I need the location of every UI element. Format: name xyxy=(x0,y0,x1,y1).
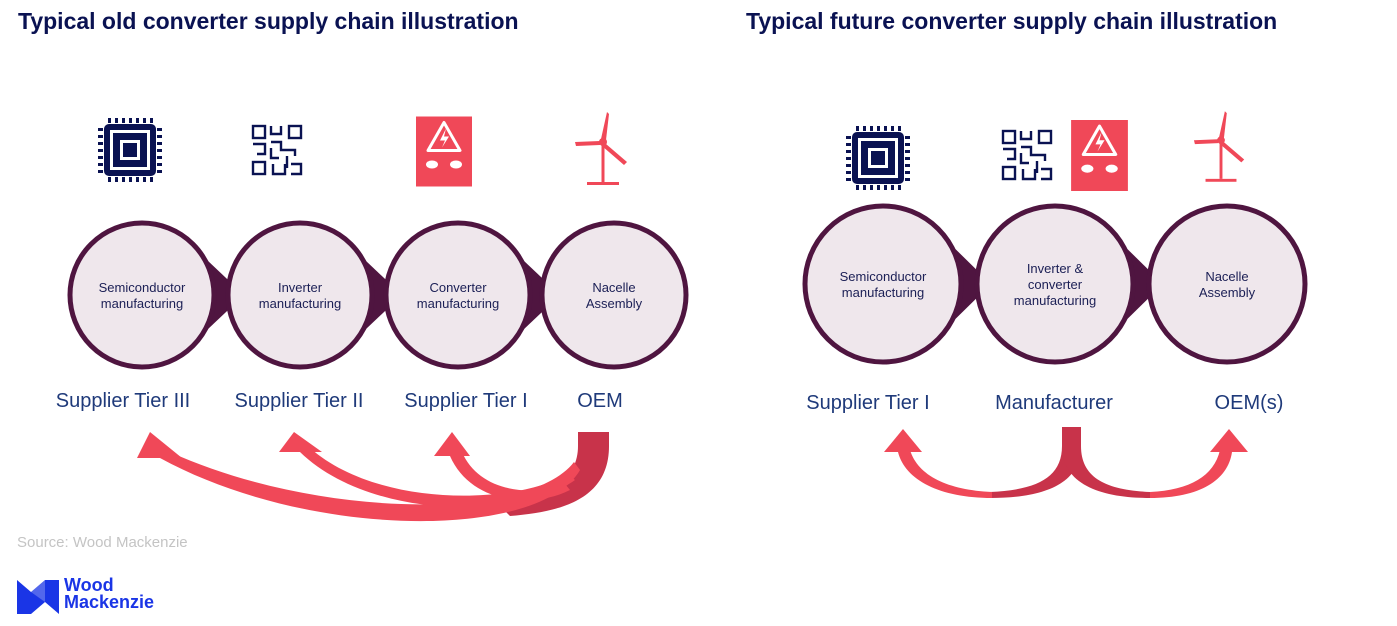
future-tier-label-3: OEM(s) xyxy=(1215,392,1284,414)
old-node-3 xyxy=(383,220,533,370)
future-chip-icon xyxy=(846,126,910,190)
future-node-label-line: Semiconductor xyxy=(840,269,927,284)
old-tier-label-1: Supplier Tier III xyxy=(56,390,191,412)
old-arrow-stem xyxy=(500,432,609,516)
old-chip-icon xyxy=(98,118,162,182)
old-tier-label-4: OEM xyxy=(577,390,623,412)
old-wind-turbine-icon xyxy=(575,112,627,185)
old-node-label-line: manufacturing xyxy=(417,296,499,311)
old-node-1 xyxy=(67,220,217,370)
future-node-label-line: manufacturing xyxy=(842,285,924,300)
old-chain-title: Typical old converter supply chain illus… xyxy=(18,8,519,34)
future-arrow-to-oem-body xyxy=(1150,450,1232,498)
old-chain-feedback-arrows xyxy=(137,432,609,522)
future-arrow-to-oem-head xyxy=(1210,429,1248,452)
future-node-label-line: Assembly xyxy=(1199,285,1256,300)
old-circuit-board-icon xyxy=(251,124,303,176)
old-tier-label-2: Supplier Tier II xyxy=(235,390,364,412)
old-node-4 xyxy=(539,220,689,370)
future-arrow-stem-left xyxy=(990,427,1081,498)
old-arrow-to-tier-1-head xyxy=(434,432,470,456)
future-wind-turbine-icon xyxy=(1193,111,1245,182)
old-node-2 xyxy=(225,220,375,370)
old-arrow-to-tier-2-head xyxy=(279,432,322,452)
old-node-label-line: Assembly xyxy=(586,296,643,311)
source-note: Source: Wood Mackenzie xyxy=(17,534,188,551)
future-node-label-line: Nacelle xyxy=(1205,269,1248,284)
future-node-label-line: manufacturing xyxy=(1014,293,1096,308)
old-node-label-line: Inverter xyxy=(278,280,323,295)
old-converter-icon xyxy=(416,116,472,187)
future-tier-label-1: Supplier Tier I xyxy=(806,392,929,414)
old-node-label-line: Nacelle xyxy=(592,280,635,295)
logo-word-1: Wood xyxy=(64,575,114,595)
old-node-label-line: Semiconductor xyxy=(99,280,186,295)
old-node-label-line: manufacturing xyxy=(259,296,341,311)
wood-mackenzie-logo-mark-icon xyxy=(17,580,59,614)
future-node-label-line: Inverter & xyxy=(1027,261,1084,276)
future-node-3 xyxy=(1146,203,1308,365)
old-arrow-to-tier-1-body xyxy=(450,452,570,501)
future-node-label-line: converter xyxy=(1028,277,1083,292)
future-node-2 xyxy=(974,203,1136,365)
old-arrow-to-tier-3-head xyxy=(137,432,182,458)
future-arrow-to-supplier-body xyxy=(898,450,992,498)
old-node-label-line: manufacturing xyxy=(101,296,183,311)
old-node-label-line: Converter xyxy=(429,280,487,295)
old-tier-label-3: Supplier Tier I xyxy=(404,390,527,412)
old-arrow-to-tier-2-body xyxy=(300,448,575,508)
future-arrow-stem-right xyxy=(1062,446,1150,498)
future-chain-feedback-arrows xyxy=(884,427,1248,498)
future-chain-title: Typical future converter supply chain il… xyxy=(746,8,1278,34)
future-tier-label-2: Manufacturer xyxy=(995,392,1113,414)
future-arrow-to-supplier-head xyxy=(884,429,922,452)
future-converter-icon xyxy=(1071,120,1128,191)
logo-word-2: Mackenzie xyxy=(64,592,155,612)
future-circuit-board-icon xyxy=(1001,129,1053,181)
future-node-1 xyxy=(802,203,964,365)
